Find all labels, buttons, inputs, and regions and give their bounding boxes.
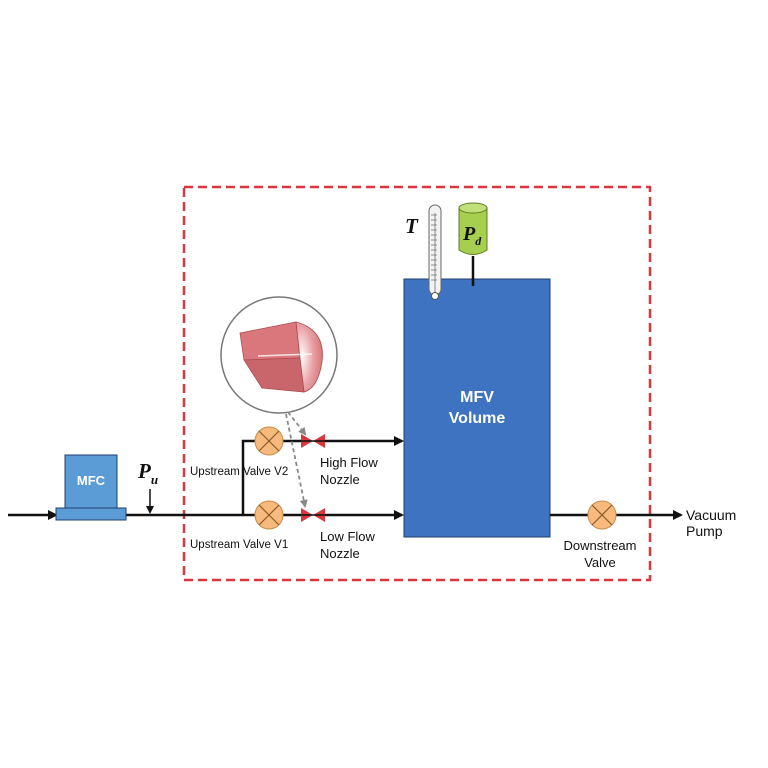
temperature-symbol: T — [405, 214, 419, 238]
downstream-pressure-symbol: Pd — [462, 223, 482, 248]
upstream-pressure-tap: Pu — [137, 459, 158, 514]
upstream-valve-v1-label: Upstream Valve V1 — [190, 539, 288, 551]
system-boundary — [182, 185, 652, 582]
mfc-label: MFC — [77, 473, 106, 488]
upstream-valve-v2-label: Upstream Valve V2 — [190, 466, 288, 478]
high-flow-nozzle — [301, 434, 325, 448]
low-flow-nozzle — [301, 508, 325, 522]
pressure-gauge-icon: Pd — [458, 202, 488, 286]
callout-pointer-high — [287, 411, 307, 436]
upstream-valve-v2 — [254, 426, 284, 456]
mfc: MFC — [55, 454, 127, 521]
downstream-valve — [587, 500, 617, 530]
nozzle-detail-callout — [220, 296, 338, 414]
callout-pointer-low — [285, 413, 308, 508]
upstream-pressure-symbol: Pu — [137, 459, 158, 487]
upstream-valve-v1 — [254, 500, 284, 530]
thermometer-icon — [428, 204, 442, 300]
branch-line — [241, 439, 256, 515]
